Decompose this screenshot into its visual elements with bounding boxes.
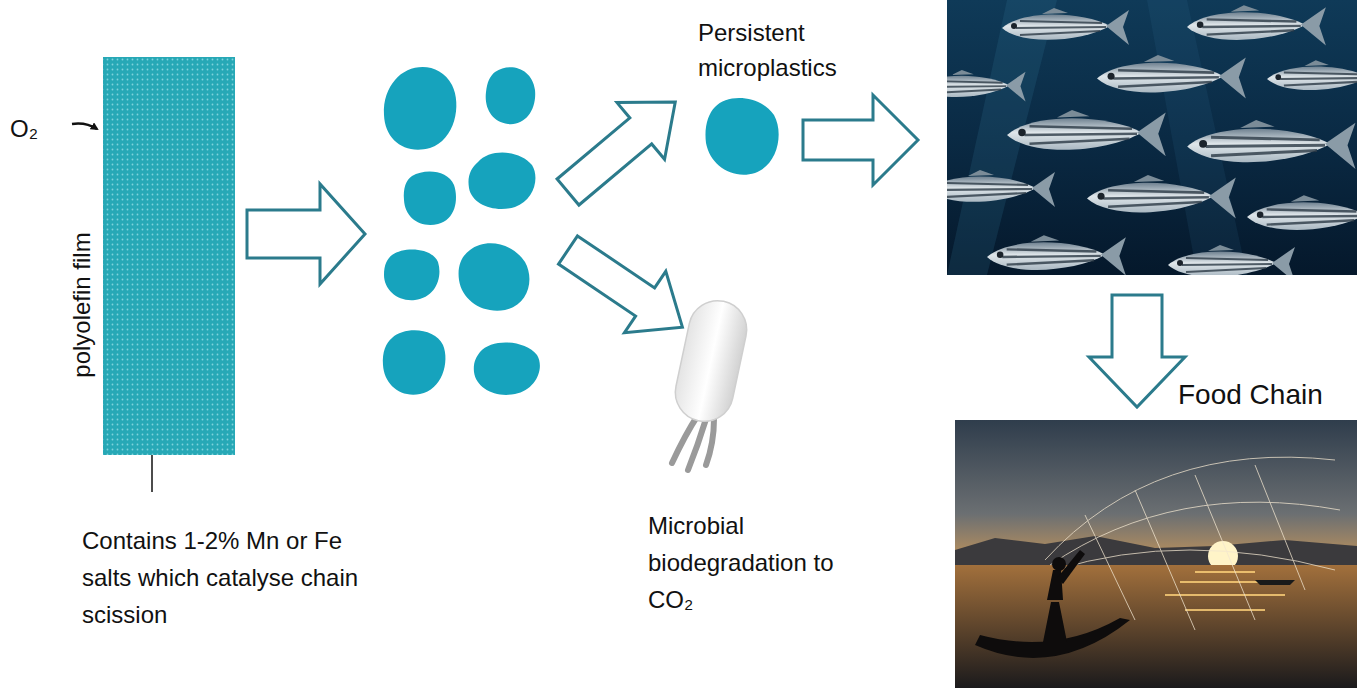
node-label: Persistent microplastics: [698, 15, 858, 85]
node-label: polyolefin film: [67, 155, 97, 455]
process-arrow: [247, 184, 365, 284]
process-arrow: [544, 74, 699, 221]
node-label: Microbial biodegradation to CO₂: [648, 507, 838, 618]
callout-note: Contains 1-2% Mn or Fe salts which catal…: [82, 522, 382, 633]
process-arrow: [1089, 295, 1185, 407]
process-arrow: [803, 95, 918, 185]
microplastic-node: Persistent microplastics: [690, 15, 864, 185]
film-node: polyolefin film: [60, 57, 236, 455]
microbe-node: Microbial biodegradation to CO₂: [640, 285, 910, 625]
oxygen-arrow: [72, 124, 97, 129]
section-label: Food Chain: [1178, 376, 1356, 413]
fish-photo: [947, 0, 1357, 275]
plastic-fragments: [383, 67, 540, 395]
gas-label: O₂: [10, 110, 70, 147]
fisher-photo: [955, 420, 1357, 688]
process-arrow: [547, 219, 703, 358]
